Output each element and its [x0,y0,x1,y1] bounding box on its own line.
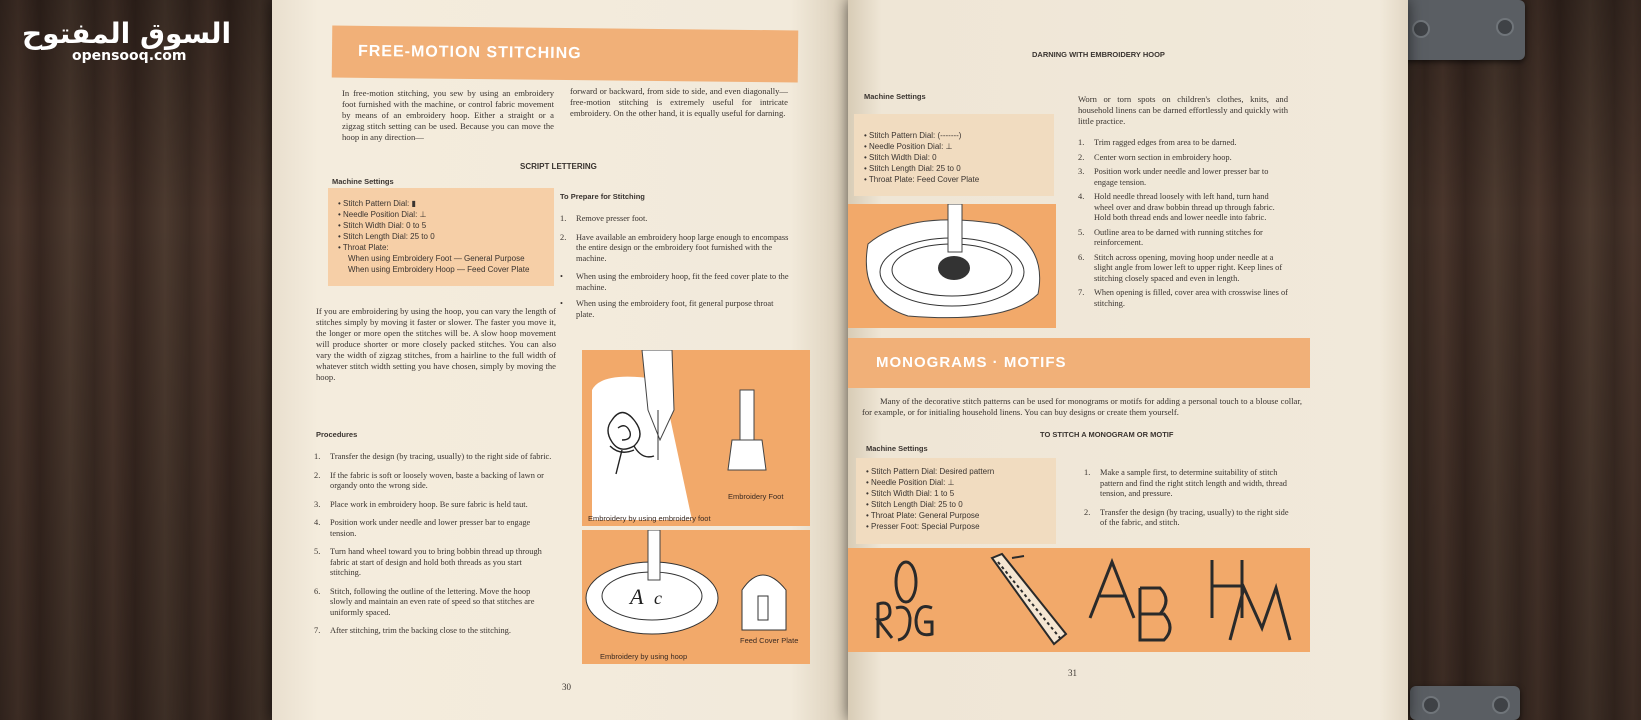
list-item: 3.Position work under needle and lower p… [1078,167,1269,187]
setting-item: • Stitch Length Dial: 25 to 0 [338,232,435,241]
monogram-settings-box: • Stitch Pattern Dial: Desired pattern •… [856,458,1056,544]
list-item: •When using the embroidery hoop, fit the… [560,272,789,292]
prepare-heading: To Prepare for Stitching [560,192,645,201]
list-item: 6.Stitch across opening, moving hoop und… [1078,252,1283,283]
watermark-logo: السوق المفتوح opensooq.com [22,17,232,65]
free-motion-banner: FREE-MOTION STITCHING [331,25,799,83]
rsg-monogram-icon [874,560,934,642]
monograms-banner: MONOGRAMS · MOTIFS [848,338,1310,388]
setting-item: • Stitch Width Dial: 1 to 5 [866,489,955,498]
embroidery-foot-caption: Embroidery Foot [728,492,784,501]
monogram-examples-strip [848,548,1310,652]
list-item: 2.Center worn section in embroidery hoop… [1078,152,1232,162]
setting-item: • Stitch Pattern Dial: Desired pattern [866,467,995,476]
ab-monogram-icon [1088,557,1172,642]
setting-item: • Stitch Length Dial: 25 to 0 [866,500,963,509]
right-page: DARNING WITH EMBROIDERY HOOP Machine Set… [848,0,1408,720]
darning-intro: Worn or torn spots on children's clothes… [1078,94,1288,126]
list-item: 5.Turn hand wheel toward you to bring bo… [314,547,542,577]
list-item: 7.After stitching, trim the backing clos… [314,626,511,635]
darning-steps: 1.Trim ragged edges from area to be darn… [1078,138,1290,313]
procedure-steps: 1.Transfer the design (by tracing, usual… [314,452,552,645]
setting-item: • Stitch Length Dial: 25 to 0 [864,164,961,173]
hm-monogram-icon [1210,560,1292,641]
setting-item: • Throat Plate: General Purpose [866,511,980,520]
hinge-bottom [1410,686,1520,720]
darning-settings-box: • Stitch Pattern Dial: (-------) • Needl… [854,114,1054,196]
list-item: 7.When opening is filled, cover area wit… [1078,288,1288,308]
script-settings-box: • Stitch Pattern Dial: ▮ • Needle Positi… [328,188,554,286]
hinge-top [1400,0,1525,60]
monograms-intro: Many of the decorative stitch patterns c… [862,396,1302,417]
embroidery-foot-illustration [582,350,810,526]
hoop-drawing-icon: A c [585,530,787,635]
setting-item: • Stitch Pattern Dial: (-------) [864,131,962,140]
list-item: 3.Place work in embroidery hoop. Be sure… [314,499,528,509]
watermark-arabic: السوق المفتوح [22,17,232,50]
list-item: 2.If the fabric is soft or loosely woven… [314,470,544,491]
setting-item: • Stitch Width Dial: 0 to 5 [338,221,427,230]
machine-settings-label: Machine Settings [332,177,394,186]
sewing-foot-drawing-icon [592,350,767,520]
page-number: 31 [1068,668,1077,678]
list-item: 1.Trim ragged edges from area to be darn… [1078,138,1237,147]
darning-illustration [848,204,1056,328]
monogram-heading: TO STITCH A MONOGRAM OR MOTIF [1040,430,1174,439]
list-item: 1.Make a sample first, to determine suit… [1084,468,1287,498]
list-item: 2.Transfer the design (by tracing, usual… [1084,507,1289,528]
setting-item: • Throat Plate: Feed Cover Plate [864,175,980,184]
setting-item: When using Embroidery Foot — General Pur… [348,254,525,263]
list-item: 5.Outline area to be darned with running… [1078,227,1263,248]
banner-title: FREE-MOTION STITCHING [357,42,582,63]
feed-cover-caption: Feed Cover Plate [740,636,799,645]
darning-heading: DARNING WITH EMBROIDERY HOOP [1032,50,1165,59]
list-item: 2.Have available an embroidery hoop larg… [560,232,789,263]
screw-icon [1496,18,1514,36]
list-item: 4.Hold needle thread loosely with left h… [1078,192,1275,222]
list-item: 1.Remove presser foot. [560,214,648,223]
svg-text:A: A [628,584,644,609]
by-foot-caption: Embroidery by using embroidery foot [588,514,711,523]
left-page: FREE-MOTION STITCHING In free-motion sti… [272,0,848,720]
page-number: 30 [562,682,571,692]
by-hoop-caption: Embroidery by using hoop [600,652,688,661]
monogram-steps: 1.Make a sample first, to determine suit… [1084,468,1296,537]
hoop-paragraph: If you are embroidering by using the hoo… [316,306,556,382]
script-lettering-heading: SCRIPT LETTERING [520,162,597,171]
prepare-steps: 1.Remove presser foot. 2.Have available … [560,214,790,328]
machine-settings-label: Machine Settings [866,444,928,453]
monogram-example-ab [1076,548,1192,652]
setting-item: When using Embroidery Hoop — Feed Cover … [348,265,530,274]
monogram-example-hm [1190,548,1310,652]
monogram-example-rsg [848,548,964,652]
setting-item: • Needle Position Dial: ⊥ [864,142,953,151]
screw-icon [1422,696,1440,714]
setting-item: • Throat Plate: [338,243,389,252]
monogram-example-tie [962,548,1078,652]
list-item: •When using the embroidery foot, fit gen… [560,299,774,319]
list-item: 4.Position work under needle and lower p… [314,518,531,538]
list-item: 1.Transfer the design (by tracing, usual… [314,452,552,461]
darning-hoop-icon [865,204,1041,319]
embroidery-hoop-illustration: A c [582,530,810,664]
setting-item: • Stitch Pattern Dial: ▮ [338,199,416,208]
setting-item: • Needle Position Dial: ⊥ [338,210,427,219]
setting-item: • Stitch Width Dial: 0 [864,153,937,162]
banner-title: MONOGRAMS · MOTIFS [876,354,1067,371]
svg-text:c: c [654,588,662,608]
screw-icon [1412,20,1430,38]
tie-motif-icon [990,552,1068,646]
list-item: 6.Stitch, following the outline of the l… [314,586,535,617]
procedures-label: Procedures [316,430,358,439]
watermark-latin: opensooq.com [72,48,187,64]
setting-item: • Needle Position Dial: ⊥ [866,478,955,487]
screw-icon [1492,696,1510,714]
machine-settings-label: Machine Settings [864,92,926,101]
setting-item: • Presser Foot: Special Purpose [866,522,980,531]
intro-right-text: forward or backward, from side to side, … [570,86,788,118]
intro-left-text: In free-motion stitching, you sew by usi… [342,88,554,142]
